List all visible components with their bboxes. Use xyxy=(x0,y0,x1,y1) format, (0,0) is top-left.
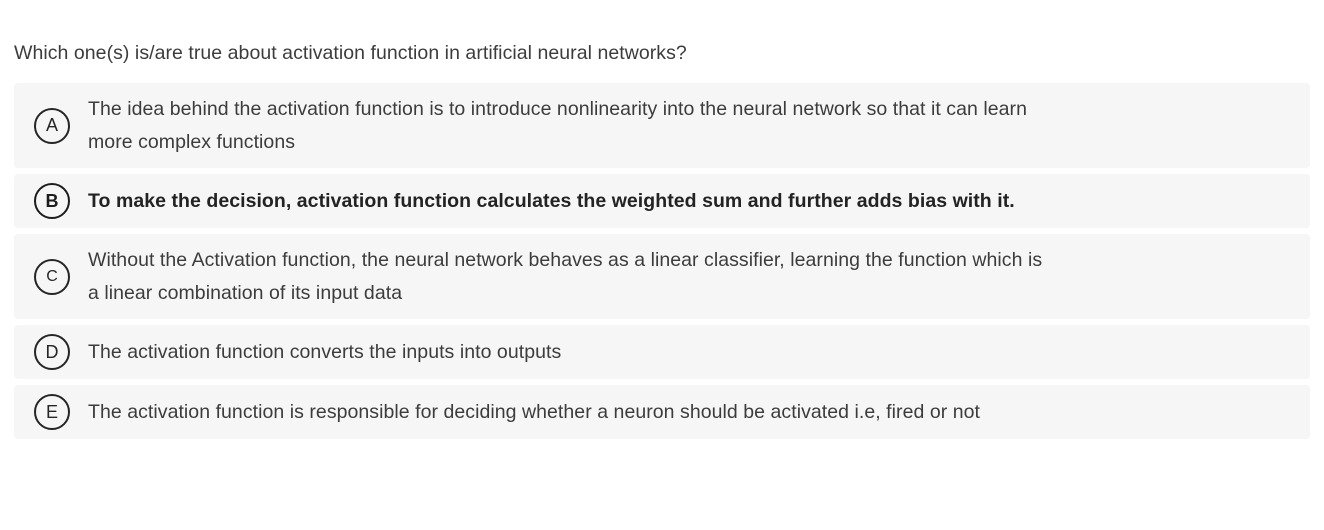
option-letter-badge-d: D xyxy=(34,334,70,370)
option-text-b-line-1: To make the decision, activation functio… xyxy=(88,189,1015,212)
option-text-e-line-1: The activation function is responsible f… xyxy=(88,400,980,423)
answer-option-e[interactable]: E The activation function is responsible… xyxy=(14,385,1310,439)
option-letter-badge-b: B xyxy=(34,183,70,219)
option-text-a-line-1: The idea behind the activation function … xyxy=(88,97,1027,120)
answer-option-b[interactable]: B To make the decision, activation funct… xyxy=(14,174,1310,228)
answer-options-list: A The idea behind the activation functio… xyxy=(14,83,1310,439)
option-text-d: The activation function converts the inp… xyxy=(88,336,565,369)
question-prompt: Which one(s) is/are true about activatio… xyxy=(14,42,687,64)
answer-option-c[interactable]: C Without the Activation function, the n… xyxy=(14,234,1310,319)
option-text-a-line-2: more complex functions xyxy=(88,130,296,153)
option-letter-badge-c: C xyxy=(34,258,70,295)
option-text-c-line-2: a linear combination of its input data xyxy=(88,281,403,304)
option-text-b: To make the decision, activation functio… xyxy=(88,185,1019,218)
option-text-c-line-1: Without the Activation function, the neu… xyxy=(88,248,1043,271)
option-letter-badge-a: A xyxy=(34,107,70,144)
answer-option-a[interactable]: A The idea behind the activation functio… xyxy=(14,83,1310,168)
option-letter-badge-e: E xyxy=(34,394,70,430)
option-text-c: Without the Activation function, the neu… xyxy=(88,244,1046,310)
answer-option-d[interactable]: D The activation function converts the i… xyxy=(14,325,1310,379)
option-text-d-line-1: The activation function converts the inp… xyxy=(88,340,562,363)
option-text-a: The idea behind the activation function … xyxy=(88,93,1031,159)
option-text-e: The activation function is responsible f… xyxy=(88,396,984,429)
quiz-container: Which one(s) is/are true about activatio… xyxy=(14,42,1310,439)
